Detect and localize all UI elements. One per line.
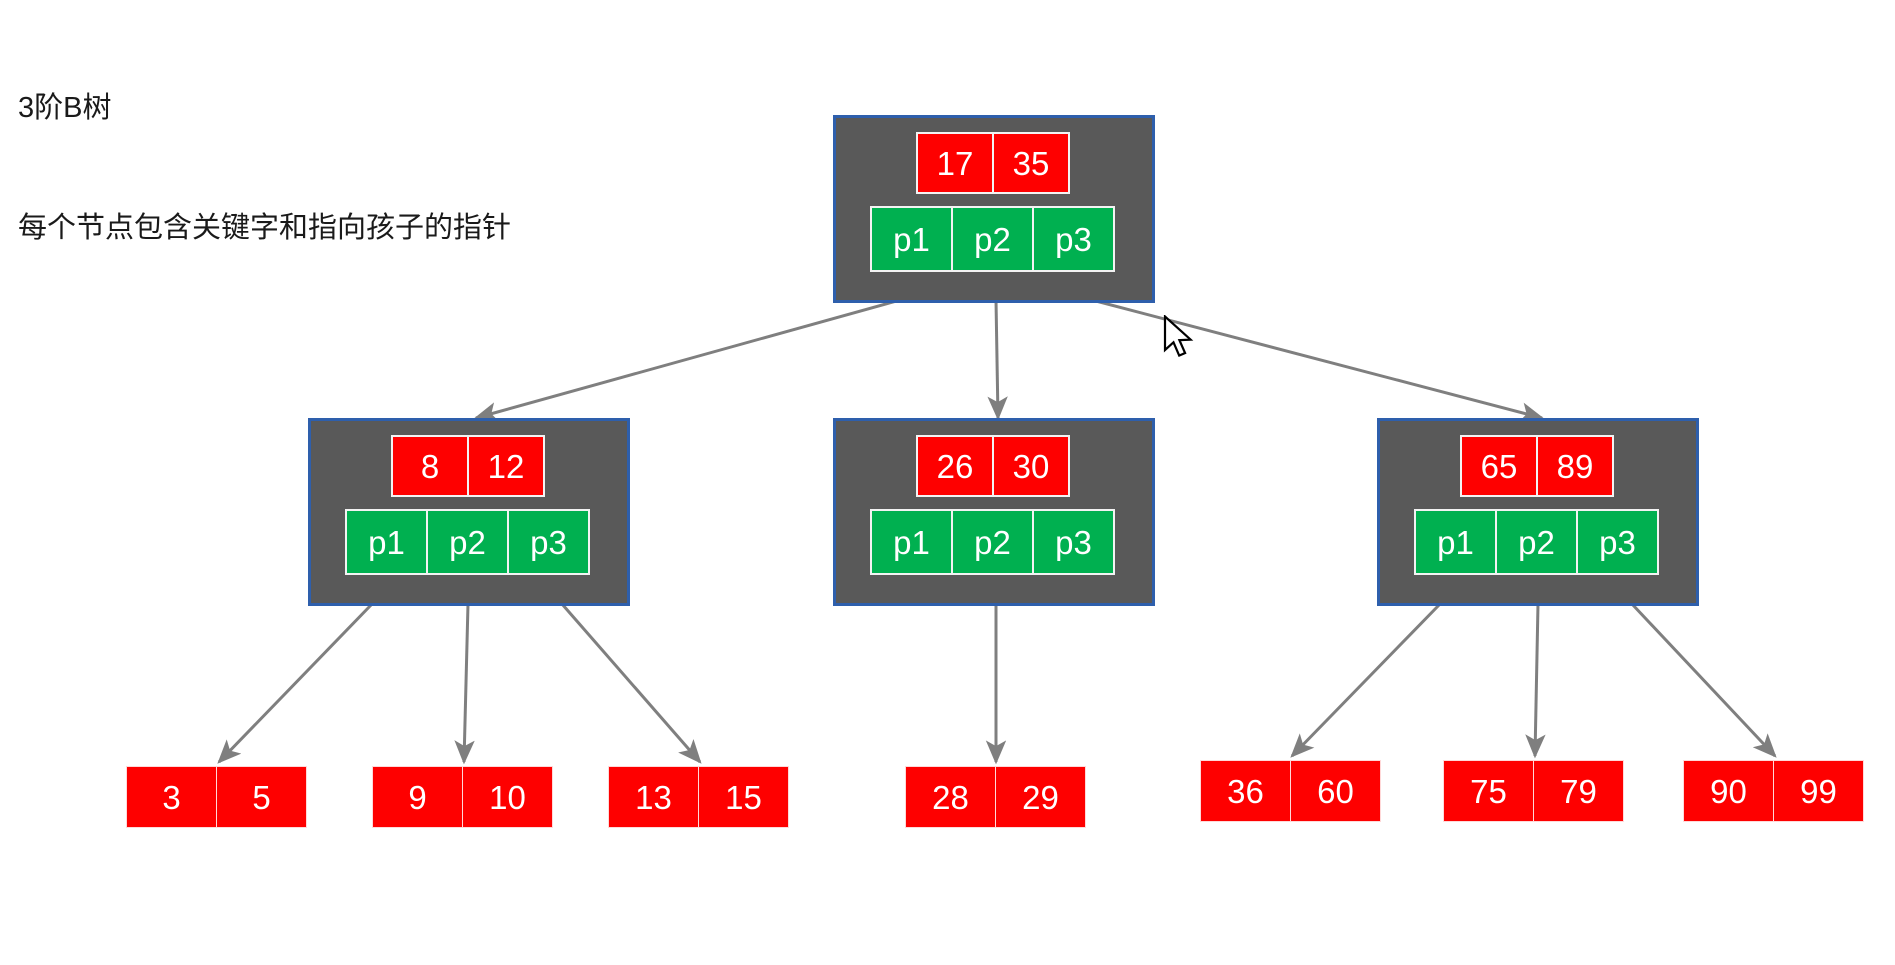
pointer-cell-p3[interactable]: p3 (1576, 509, 1659, 575)
leaf-key-cell[interactable]: 90 (1683, 760, 1774, 822)
pointer-cell-p3[interactable]: p3 (1032, 509, 1115, 575)
key-cell[interactable]: 89 (1536, 435, 1614, 497)
pointer-cell-p3[interactable]: p3 (507, 509, 590, 575)
pointer-cell-p1[interactable]: p1 (870, 509, 953, 575)
leaf-key-cell[interactable]: 15 (698, 766, 789, 828)
key-cell[interactable]: 35 (992, 132, 1070, 194)
leaf-key-cell[interactable]: 9 (372, 766, 463, 828)
leaf-key-cell[interactable]: 60 (1290, 760, 1381, 822)
tree-edge (1091, 298, 1545, 423)
tree-edge (987, 299, 1008, 421)
key-cell[interactable]: 12 (467, 435, 545, 497)
leaf-key-cell[interactable]: 3 (126, 766, 217, 828)
key-cell[interactable]: 17 (916, 132, 994, 194)
tree-edge (560, 603, 702, 764)
key-cell[interactable]: 65 (1460, 435, 1538, 497)
pointer-cell-p1[interactable]: p1 (1414, 509, 1497, 575)
caption-line-1: 3阶B树 (18, 92, 112, 124)
pointer-cell-p1[interactable]: p1 (345, 509, 428, 575)
tree-edge (1630, 602, 1777, 758)
leaf-key-cell[interactable]: 29 (995, 766, 1086, 828)
leaf-key-cell[interactable]: 13 (608, 766, 699, 828)
leaf-key-cell[interactable]: 99 (1773, 760, 1864, 822)
leaf-key-cell[interactable]: 79 (1533, 760, 1624, 822)
pointer-cell-p2[interactable]: p2 (426, 509, 509, 575)
pointer-cell-p2[interactable]: p2 (951, 206, 1034, 272)
tree-edge (1290, 602, 1442, 758)
tree-edge (1525, 603, 1546, 759)
leaf-key-cell[interactable]: 75 (1443, 760, 1534, 822)
leaf-key-cell[interactable]: 36 (1200, 760, 1291, 822)
leaf-key-cell[interactable]: 28 (905, 766, 996, 828)
pointer-cell-p1[interactable]: p1 (870, 206, 953, 272)
pointer-cell-p2[interactable]: p2 (951, 509, 1034, 575)
leaf-key-cell[interactable]: 5 (216, 766, 307, 828)
leaf-key-cell[interactable]: 10 (462, 766, 553, 828)
key-cell[interactable]: 26 (916, 435, 994, 497)
caption-block: 3阶B树 每个节点包含关键字和指向孩子的指针 (18, 8, 511, 328)
tree-edge (454, 603, 475, 765)
pointer-cell-p2[interactable]: p2 (1495, 509, 1578, 575)
caption-line-2: 每个节点包含关键字和指向孩子的指针 (18, 212, 512, 244)
mouse-cursor-icon (1163, 315, 1194, 358)
key-cell[interactable]: 8 (391, 435, 469, 497)
tree-edge (217, 602, 374, 764)
tree-edge (473, 298, 901, 423)
pointer-cell-p3[interactable]: p3 (1032, 206, 1115, 272)
key-cell[interactable]: 30 (992, 435, 1070, 497)
